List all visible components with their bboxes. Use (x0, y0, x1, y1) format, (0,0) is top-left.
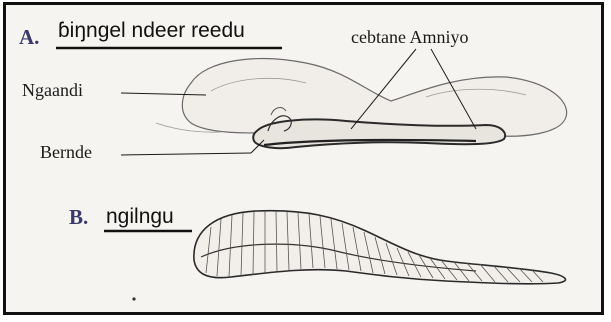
illustration (6, 5, 601, 312)
label-amniyo: cebtane Amniyo (351, 27, 468, 48)
worm-body (194, 211, 566, 284)
label-ngaandi: Ngaandi (22, 80, 83, 101)
worm-drawing (194, 211, 566, 284)
figure-frame: A. ɓiŋngel ndeer reedu cebtane Amniyo Ng… (3, 2, 604, 315)
panel-a-letter: A. (19, 25, 39, 50)
panel-b-letter: B. (69, 205, 88, 230)
speck (132, 297, 135, 300)
panel-a-title: ɓiŋngel ndeer reedu (58, 19, 245, 43)
panel-b-title: ngilngu (106, 205, 174, 229)
label-bernde: Bernde (40, 142, 92, 163)
leader-bernde (121, 153, 251, 155)
